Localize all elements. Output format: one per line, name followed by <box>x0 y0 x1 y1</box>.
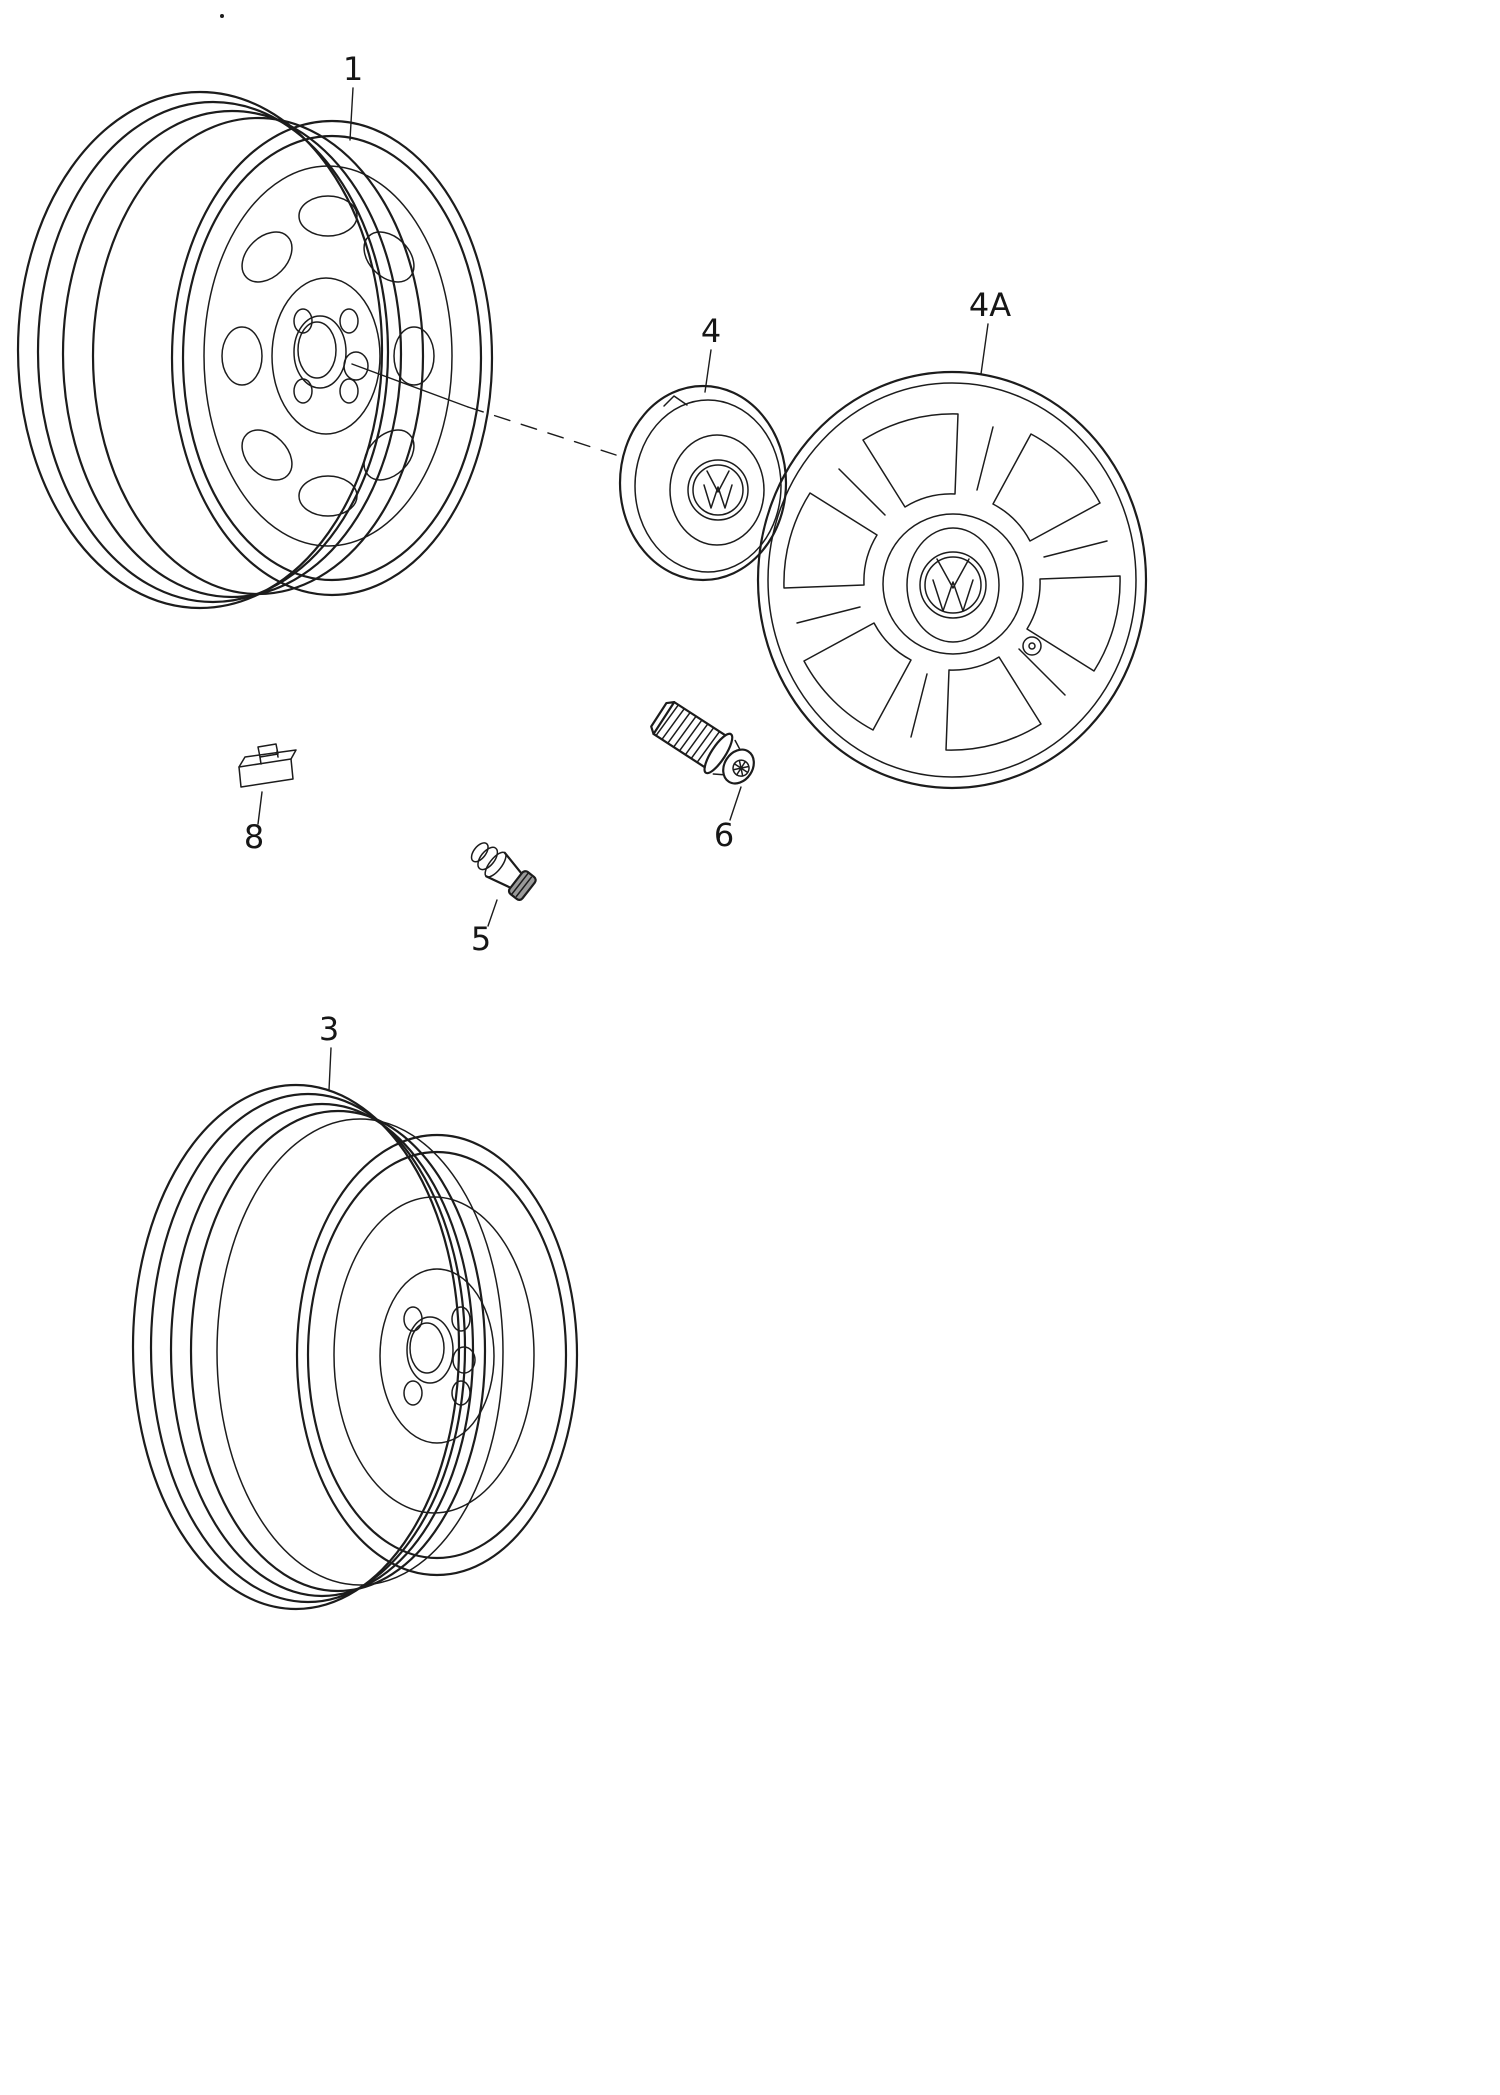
callout-5-label[interactable]: 5 <box>471 920 491 958</box>
balance-weight-drawing <box>238 743 297 788</box>
wheel-vent-holes <box>221 195 435 517</box>
callout-3-label[interactable]: 3 <box>319 1010 339 1048</box>
cover-hub <box>882 513 1024 655</box>
callout-8-label[interactable]: 8 <box>244 818 264 856</box>
wheel-bolt-drawing <box>650 701 755 785</box>
hub-to-cap-pointer <box>351 363 617 456</box>
callout-6[interactable]: 6 <box>714 786 742 854</box>
callout-3[interactable]: 3 <box>319 1010 339 1091</box>
callout-4-label[interactable]: 4 <box>701 312 721 350</box>
stray-dot <box>220 14 224 18</box>
center-cap-drawing <box>618 384 788 582</box>
cover-spoke-ridges <box>796 426 1108 738</box>
callout-8[interactable]: 8 <box>244 791 264 856</box>
callout-4[interactable]: 4 <box>701 312 721 393</box>
callout-5[interactable]: 5 <box>471 899 498 958</box>
callout-4a-label[interactable]: 4A <box>969 286 1011 324</box>
spare-wheel-hub <box>379 1268 495 1444</box>
callout-1[interactable]: 1 <box>343 50 363 141</box>
vw-logo-small <box>687 459 749 521</box>
wheel-hub <box>271 277 381 435</box>
steel-wheel-drawing <box>16 90 494 610</box>
callout-4a[interactable]: 4A <box>969 286 1011 375</box>
callout-1-label[interactable]: 1 <box>343 50 363 88</box>
vw-logo-large <box>919 551 987 619</box>
cap-clip-tab <box>663 395 688 407</box>
cover-windows <box>783 413 1121 751</box>
spare-wheel-drawing <box>131 1083 579 1611</box>
callout-6-label[interactable]: 6 <box>714 816 734 854</box>
valve-drawing <box>470 842 537 901</box>
cover-retainer-screw <box>1022 636 1042 656</box>
wheel-cover-drawing <box>756 370 1148 790</box>
